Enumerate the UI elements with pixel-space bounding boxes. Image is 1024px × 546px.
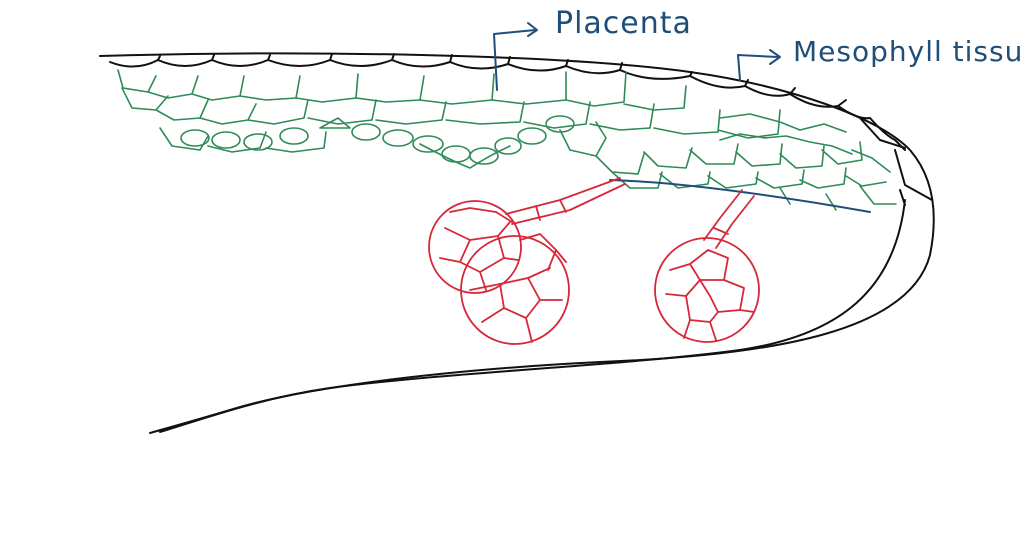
vascular-strand [609, 179, 871, 213]
ovule-left [428, 177, 626, 345]
ovule-right [654, 189, 760, 343]
mesophyll-tissue-label: Mesophyll tissue [793, 35, 1024, 68]
mesophyll-cells [117, 69, 897, 211]
outer-outline [99, 52, 935, 434]
placenta-label: Placenta [555, 6, 692, 41]
leader-placenta [493, 22, 538, 91]
leader-mesophyll [737, 49, 781, 81]
